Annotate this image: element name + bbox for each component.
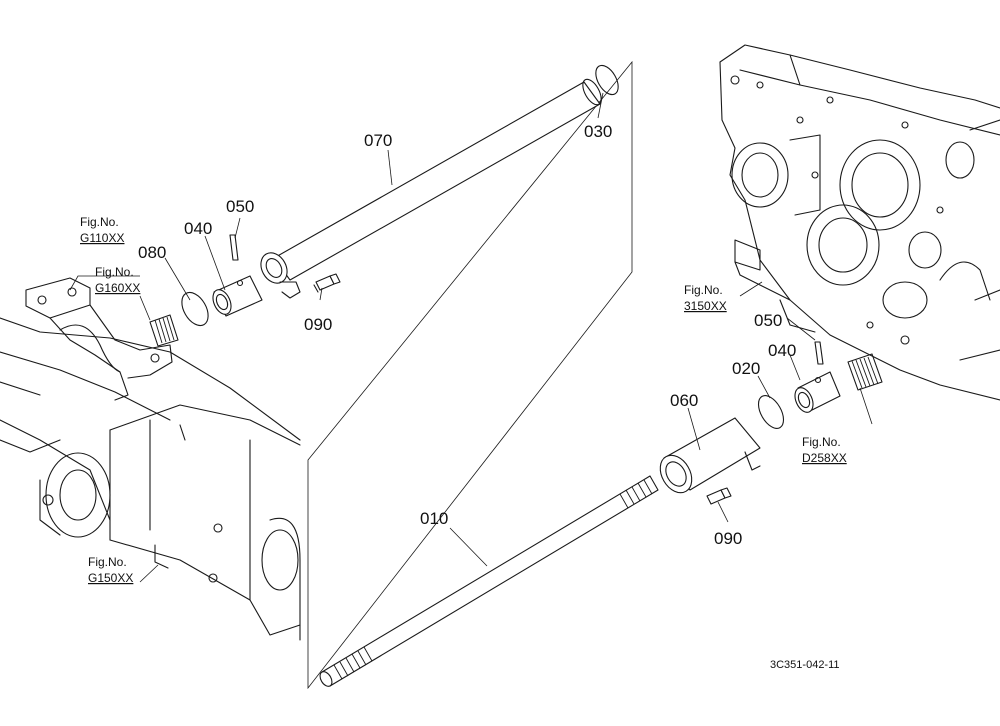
part-label-060: 060 (670, 391, 698, 410)
part-label-070: 070 (364, 131, 392, 150)
svg-text:Fig.No.: Fig.No. (95, 265, 134, 279)
part-label-010: 010 (420, 509, 448, 528)
fig-ref-3150[interactable]: Fig.No. 3150XX (684, 283, 727, 313)
gear-case (719, 44, 1000, 401)
leader-lines (69, 92, 873, 583)
part-label-030: 030 (584, 122, 612, 141)
svg-text:G160XX: G160XX (95, 281, 140, 295)
fig-ref-d258[interactable]: Fig.No. D258XX (802, 435, 847, 465)
svg-text:Fig.No.: Fig.No. (684, 283, 723, 297)
svg-text:Fig.No.: Fig.No. (88, 555, 127, 569)
collar-040-right (794, 371, 841, 413)
part-label-040-right: 040 (768, 341, 796, 360)
svg-text:G110XX: G110XX (80, 231, 124, 245)
collar-040-left (212, 275, 263, 317)
fig-ref-g160[interactable]: Fig.No. G160XX (95, 265, 140, 295)
part-label-050-right: 050 (754, 311, 782, 330)
svg-text:Fig.No.: Fig.No. (802, 435, 841, 449)
part-label-090-right: 090 (714, 529, 742, 548)
grease-nipple-090-left (313, 273, 341, 293)
svg-text:Fig.No.: Fig.No. (80, 215, 119, 229)
svg-text:3150XX: 3150XX (684, 299, 727, 313)
fig-ref-g110[interactable]: Fig.No. G110XX (80, 215, 124, 245)
shaft-010 (319, 475, 659, 687)
part-label-050-left: 050 (226, 197, 254, 216)
fig-ref-g150[interactable]: Fig.No. G150XX (88, 555, 133, 585)
sleeve-060 (659, 417, 761, 494)
pin-050-right (814, 341, 824, 365)
diagram-boundary (307, 60, 633, 690)
part-label-040-left: 040 (184, 219, 212, 238)
o-ring-020 (757, 395, 785, 429)
drawing-code: 3C351-042-11 (770, 659, 840, 671)
pin-050-left (229, 234, 239, 261)
part-label-020: 020 (732, 359, 760, 378)
part-label-080: 080 (138, 243, 166, 262)
svg-text:G150XX: G150XX (88, 571, 133, 585)
grease-nipple-090-right (706, 487, 732, 505)
axle-housing (0, 277, 301, 641)
svg-text:D258XX: D258XX (802, 451, 847, 465)
tube-070 (260, 78, 602, 299)
o-ring-080 (181, 291, 209, 327)
part-label-090-left: 090 (304, 315, 332, 334)
o-ring-030 (595, 64, 619, 96)
